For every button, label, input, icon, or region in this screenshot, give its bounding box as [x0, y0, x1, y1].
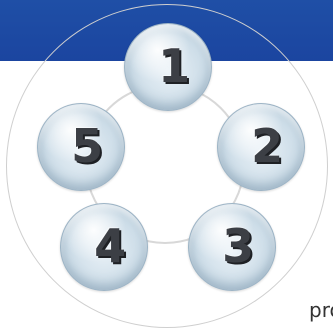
step-number-2: 2: [251, 123, 277, 169]
step-number-5: 5: [71, 123, 97, 169]
step-bubble-5[interactable]: 5: [37, 103, 125, 191]
footer-text: pro: [309, 300, 333, 320]
step-bubble-4[interactable]: 4: [60, 203, 148, 291]
step-bubble-1[interactable]: 1: [124, 23, 212, 111]
step-bubble-2[interactable]: 2: [217, 103, 305, 191]
step-number-1: 1: [158, 43, 184, 89]
step-number-4: 4: [94, 223, 120, 269]
step-number-3: 3: [222, 223, 248, 269]
step-bubble-3[interactable]: 3: [188, 203, 276, 291]
